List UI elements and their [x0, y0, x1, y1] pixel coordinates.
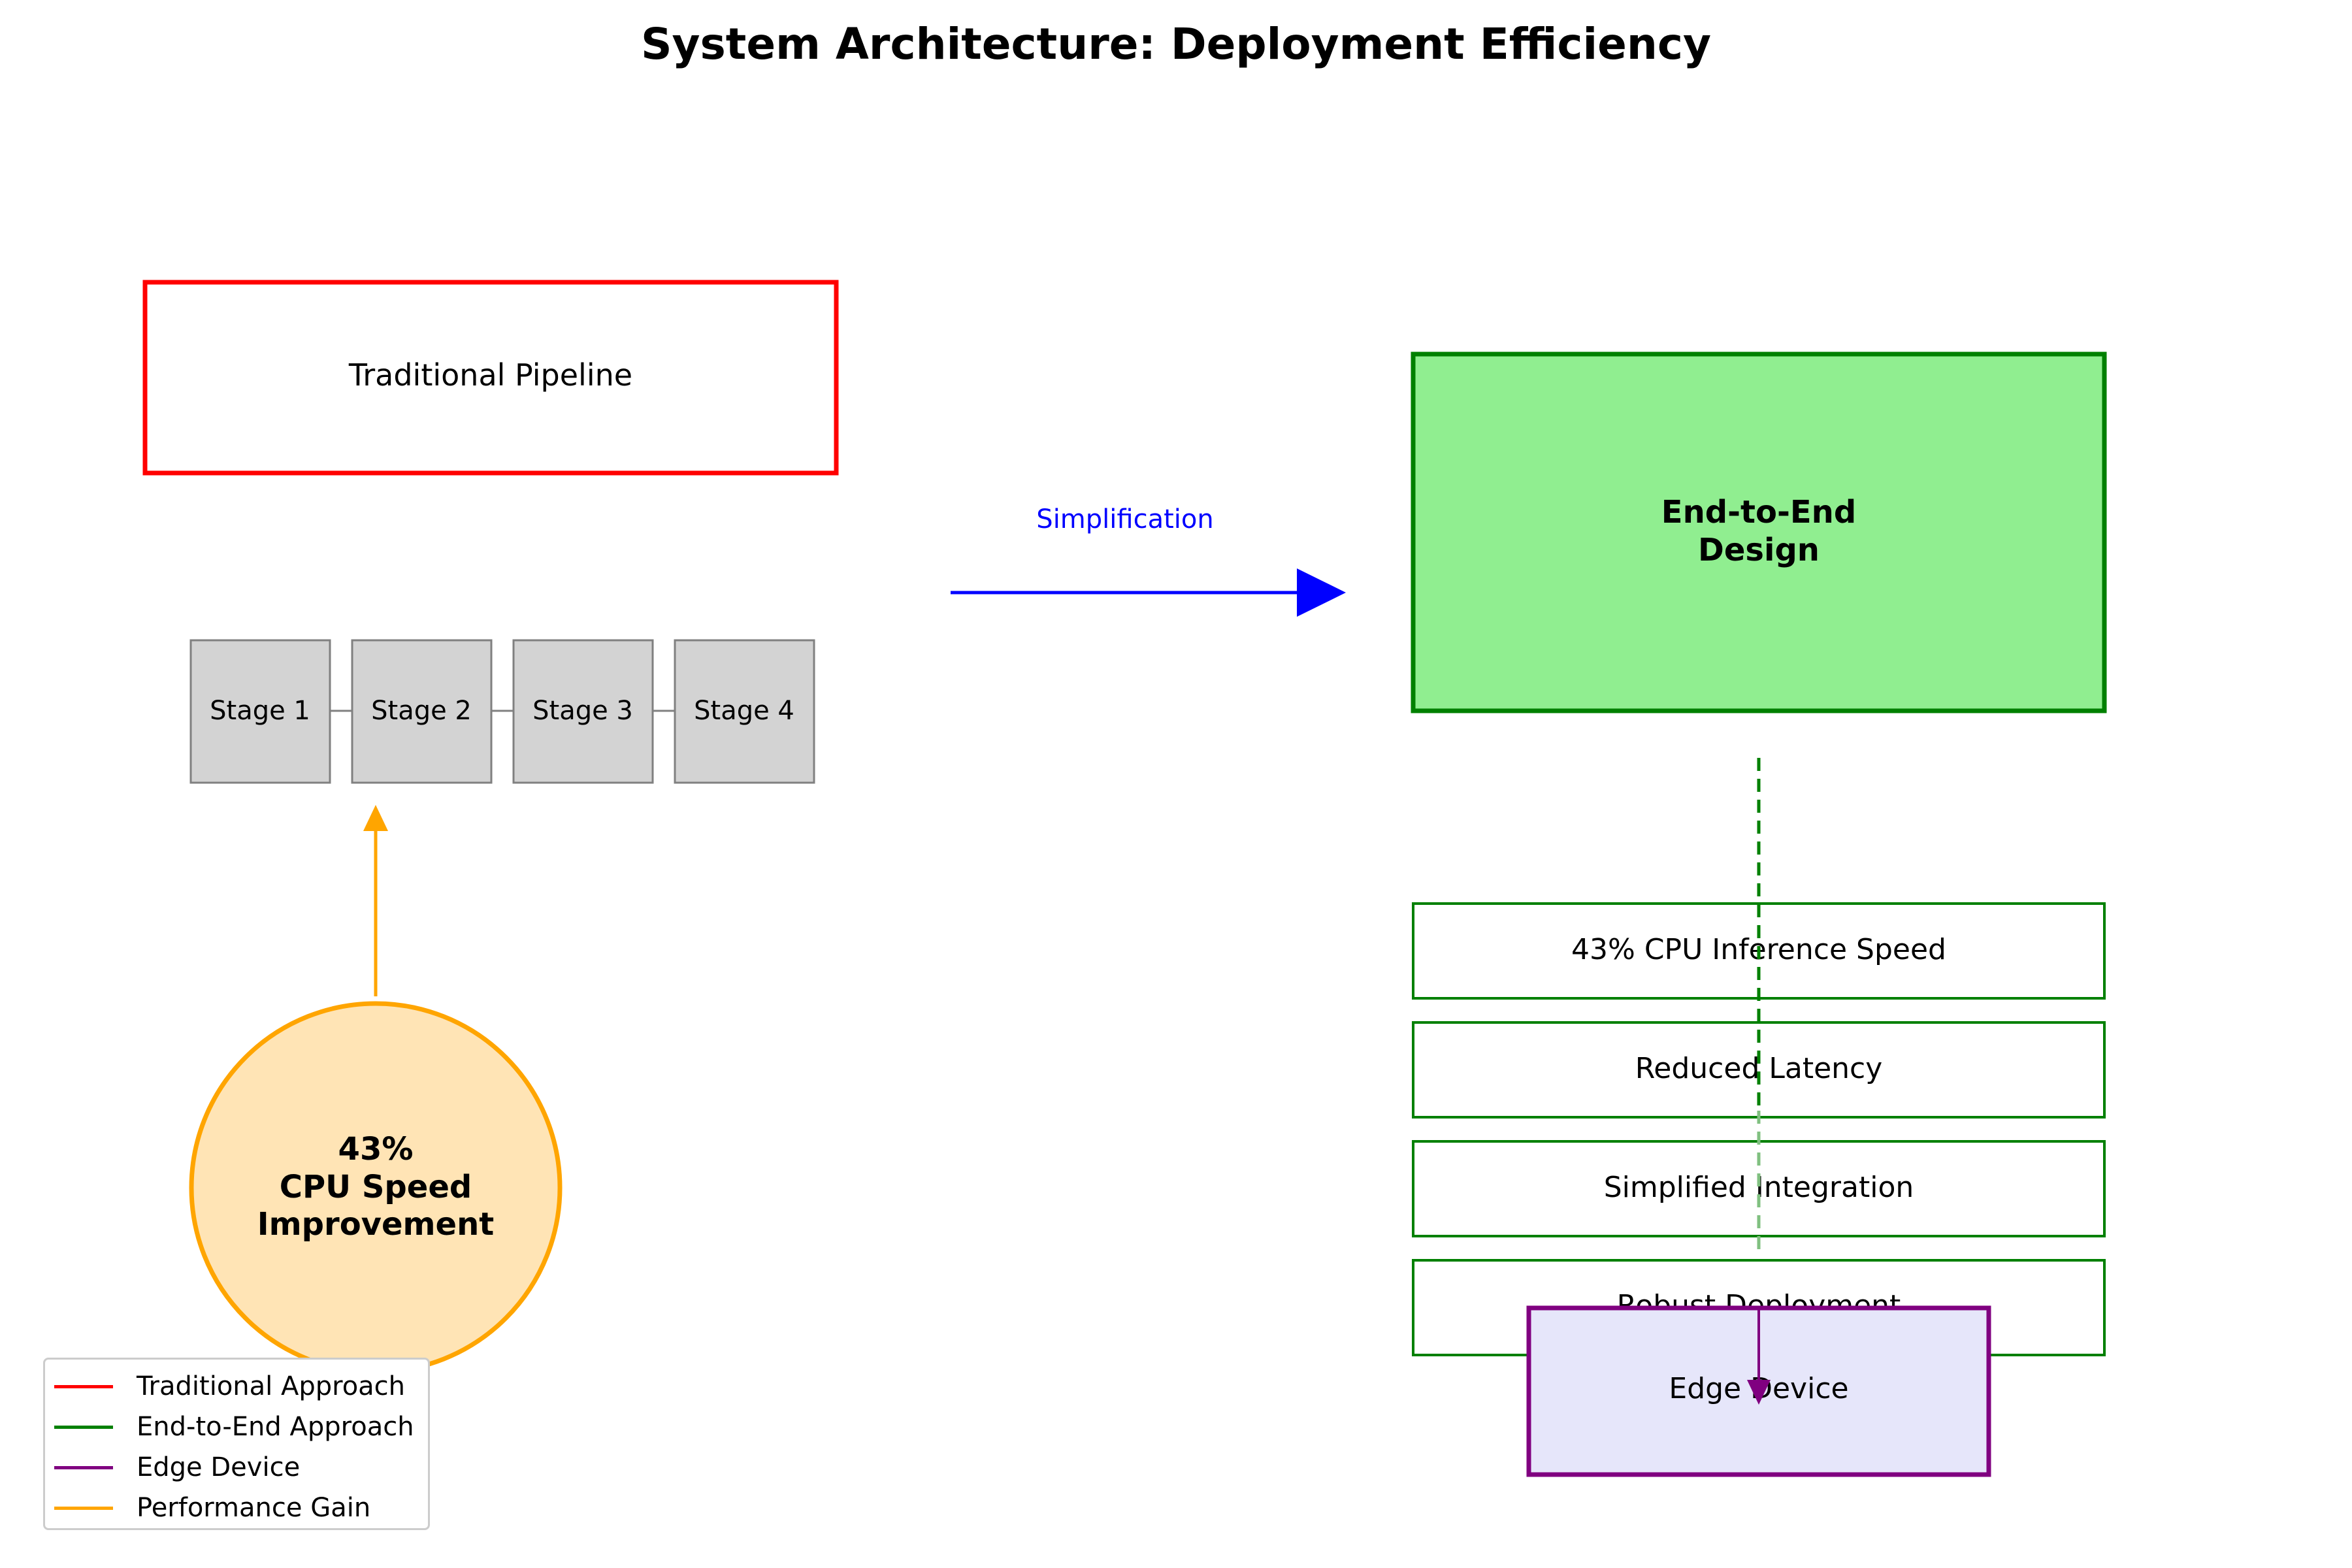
legend-label-performance: Performance Gain [137, 1493, 371, 1523]
legend-swatch-edge-device [54, 1465, 113, 1469]
diagram-title: System Architecture: Deployment Efficien… [641, 19, 1711, 69]
stage-4-label: Stage 4 [694, 696, 794, 726]
legend: Traditional Approach End-to-End Approach… [43, 1358, 430, 1530]
end-to-end-label-line-1: End-to-End [1661, 494, 1856, 531]
legend-label-end-to-end: End-to-End Approach [137, 1412, 414, 1442]
legend-swatch-end-to-end [54, 1425, 113, 1429]
end-to-end-box [1411, 351, 2107, 713]
stage-1-label: Stage 1 [210, 696, 310, 726]
legend-swatch-performance [54, 1506, 113, 1510]
traditional-pipeline-label: Traditional Pipeline [348, 357, 632, 393]
legend-item-performance: Performance Gain [45, 1488, 428, 1528]
performance-circle: 43% CPU Speed Improvement [189, 1001, 563, 1375]
end-to-end-label-line-2: Design [1698, 532, 1820, 568]
legend-item-traditional: Traditional Approach [45, 1366, 428, 1407]
legend-label-edge-device: Edge Device [137, 1452, 301, 1482]
stage-3-label: Stage 3 [532, 696, 633, 726]
performance-label-line-2: CPU Speed [280, 1169, 472, 1205]
legend-item-edge-device: Edge Device [45, 1447, 428, 1488]
simplification-label: Simplification [1036, 504, 1213, 534]
simplification-arrow [951, 568, 1346, 617]
stage-4: Stage 4 [674, 639, 815, 784]
stage-2: Stage 2 [351, 639, 493, 784]
stage-1: Stage 1 [189, 639, 331, 784]
legend-item-end-to-end: End-to-End Approach [45, 1407, 428, 1447]
stage-2-label: Stage 2 [371, 696, 472, 726]
performance-label-line-3: Improvement [257, 1206, 494, 1243]
performance-label-line-1: 43% [338, 1131, 414, 1168]
performance-arrow [363, 805, 388, 996]
traditional-pipeline-box [142, 280, 839, 476]
legend-label-traditional: Traditional Approach [137, 1371, 406, 1401]
stage-3: Stage 3 [512, 639, 654, 784]
legend-swatch-traditional [54, 1384, 113, 1388]
edge-device-arrow [1747, 1308, 1771, 1405]
